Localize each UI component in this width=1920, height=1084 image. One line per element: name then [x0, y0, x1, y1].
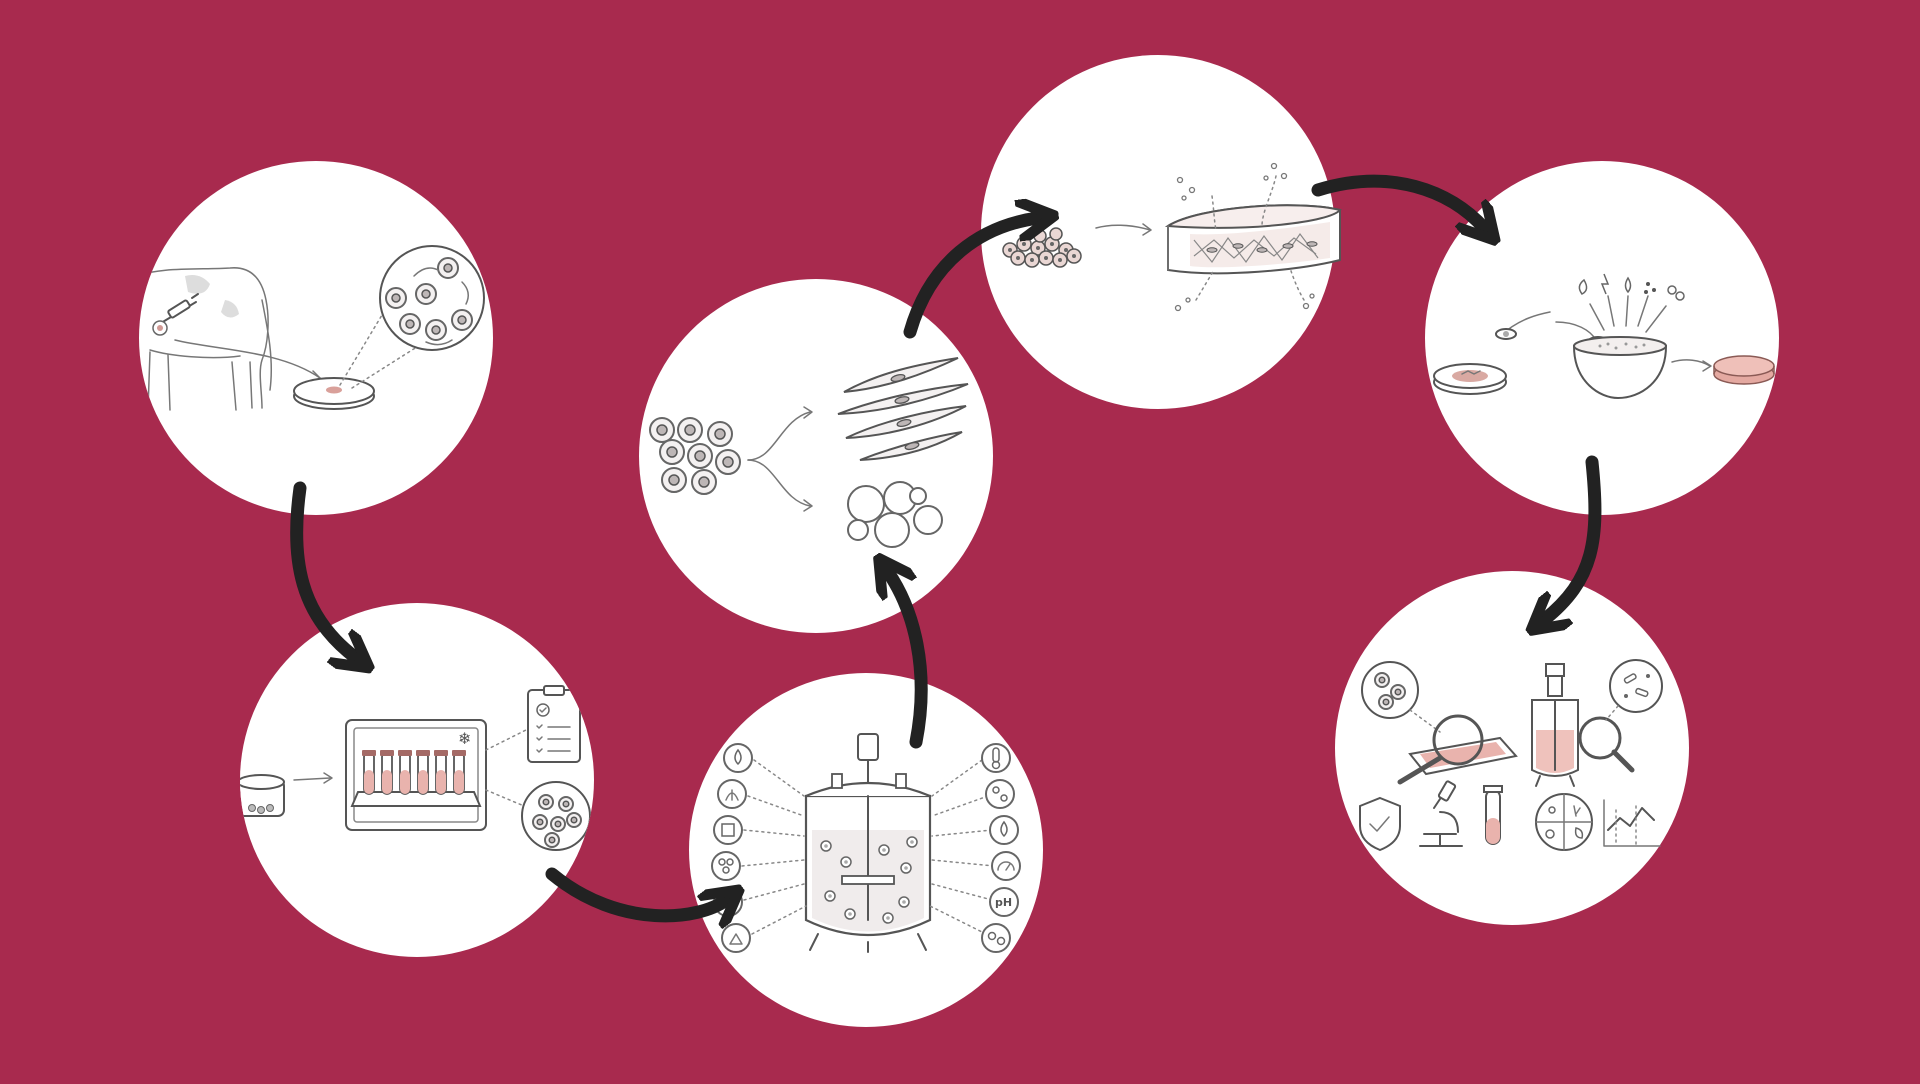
right-parameter-icons: pH: [981, 743, 1021, 953]
stage-biopsy-circle: [139, 161, 493, 515]
stage-cell-banking: ❄: [240, 603, 594, 957]
ph-label: pH: [995, 896, 1012, 909]
stage-biopsy: [139, 161, 493, 515]
differentiation-icon: [649, 357, 969, 548]
stage-scaffold-circle: [981, 55, 1335, 409]
arrow-differentiation-to-scaffold: [903, 218, 1038, 339]
stage-bioreactor: pH: [689, 673, 1043, 1027]
snowflake-icon: ❄: [458, 729, 471, 748]
arrow-biopsy-to-banking: [290, 481, 356, 658]
cow-biopsy-icon: [139, 245, 485, 411]
food-formulation-icon: [1433, 273, 1775, 400]
flow-arrows: [290, 174, 1602, 916]
arrow-formulation-to-quality: [1544, 455, 1602, 620]
stage-formulation: [1425, 161, 1779, 515]
stage-differentiation: [639, 279, 993, 633]
stage-quality-control-circle: [1335, 571, 1689, 925]
arrow-bioreactor-to-differentiation: [888, 572, 928, 749]
line-graph-icon: [1603, 799, 1661, 847]
stage-quality-control: [1335, 571, 1689, 925]
stage-scaffold: [981, 55, 1342, 409]
scaffold-icon: [1002, 162, 1342, 312]
cryo-storage-icon: ❄: [240, 685, 591, 851]
stage-differentiation-circle: [639, 279, 993, 633]
arrow-scaffold-to-formulation: [1311, 174, 1484, 228]
quality-control-icon: [1359, 659, 1663, 852]
microscope-icon: [1419, 780, 1463, 847]
arrow-banking-to-bioreactor: [545, 867, 726, 916]
